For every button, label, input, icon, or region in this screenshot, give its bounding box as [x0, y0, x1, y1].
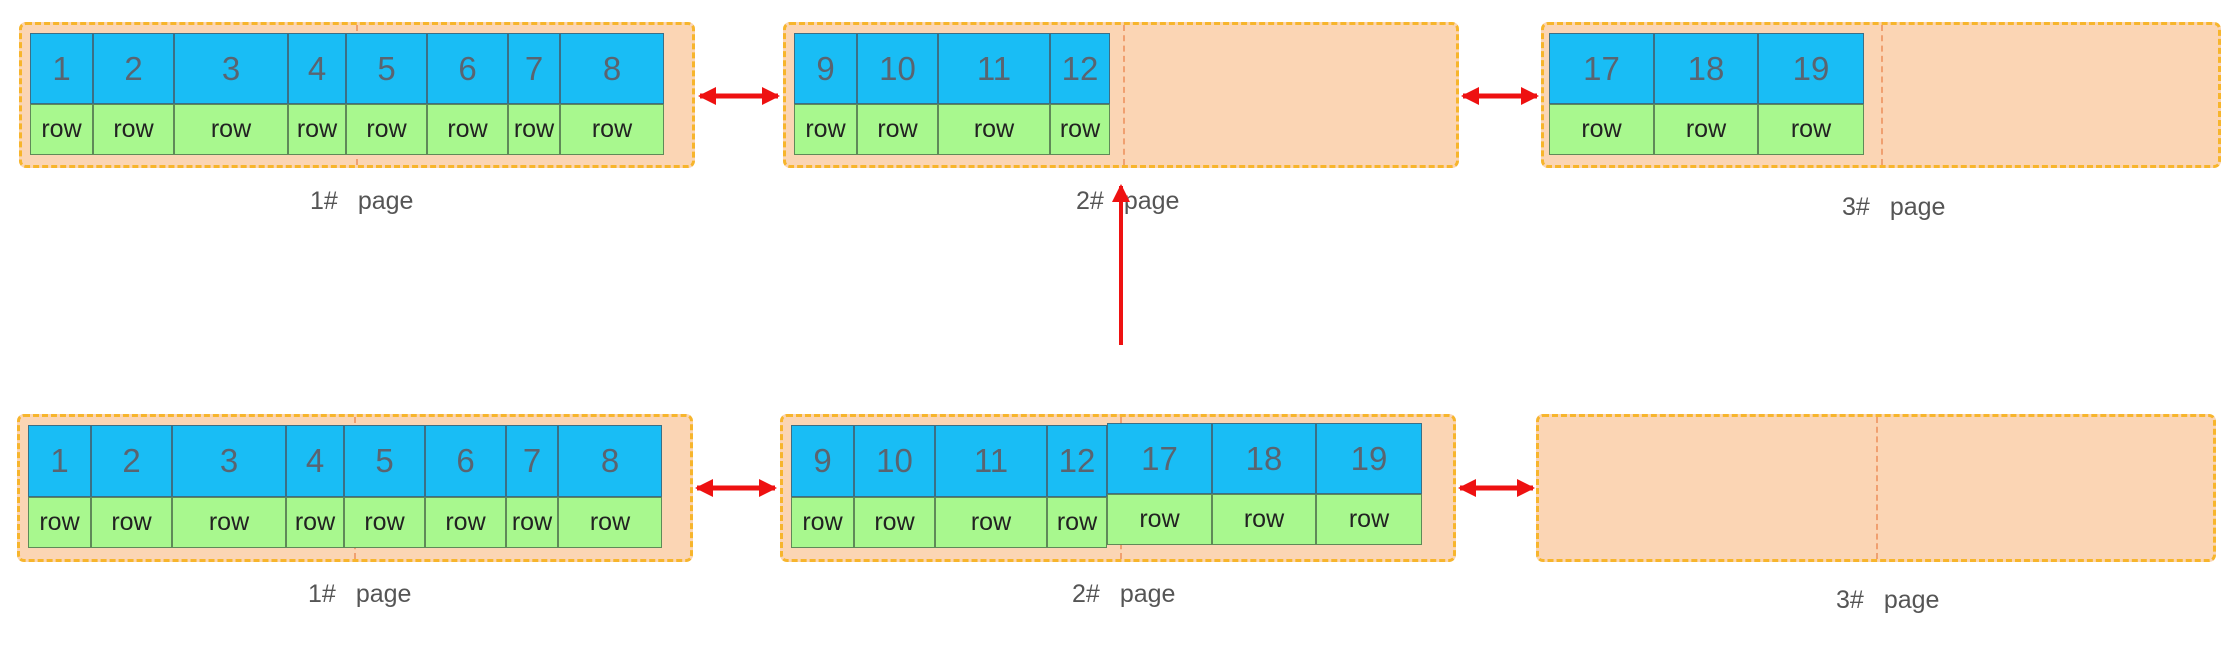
top-page-2-label: 2# page	[1076, 187, 1179, 216]
key-cell: 17	[1549, 33, 1654, 104]
row-cell: row	[93, 104, 174, 155]
page-number: 1#	[308, 580, 336, 608]
bottom-page-1-label: 1# page	[308, 580, 411, 609]
top-page-1-label: 1# page	[310, 187, 413, 216]
row-cell: row	[344, 497, 425, 548]
key-cell: 3	[172, 425, 286, 497]
key-cell: 4	[288, 33, 346, 104]
key-cell: 1	[28, 425, 91, 497]
row-cell: row	[854, 497, 935, 548]
key-cell: 8	[558, 425, 662, 497]
key-cell: 19	[1758, 33, 1864, 104]
row-cell: row	[506, 497, 558, 548]
row-cell: row	[1212, 494, 1316, 545]
row-cell: row	[1654, 104, 1758, 155]
row-cell: row	[1316, 494, 1422, 545]
bottom-page-2: 9 10 11 12 17 18 19 row row row row row …	[780, 414, 1456, 562]
key-cell: 11	[938, 33, 1050, 104]
page-number: 2#	[1076, 187, 1104, 215]
key-cell: 5	[346, 33, 427, 104]
bottom-page-2-label: 2# page	[1072, 580, 1175, 609]
row-cell: row	[288, 104, 346, 155]
key-cell: 7	[508, 33, 560, 104]
page-word: page	[1883, 586, 1940, 614]
key-cell: 1	[30, 33, 93, 104]
page-number: 3#	[1836, 586, 1864, 614]
top-page-3-label: 3# page	[1842, 193, 1945, 222]
row-cell: row	[346, 104, 427, 155]
key-cell: 10	[854, 425, 935, 497]
page-number: 3#	[1842, 193, 1870, 221]
top-page-3: 17 18 19 row row row	[1541, 22, 2221, 168]
key-cell: 12	[1050, 33, 1110, 104]
key-cell: 17	[1107, 423, 1212, 494]
bottom-page-3-label: 3# page	[1836, 586, 1939, 615]
key-cell: 2	[91, 425, 172, 497]
row-cell: row	[508, 104, 560, 155]
row-cell: row	[30, 104, 93, 155]
top-page-2: 9 10 11 12 row row row row	[783, 22, 1459, 168]
row-cell: row	[1107, 494, 1212, 545]
key-cell: 11	[935, 425, 1047, 497]
key-cell: 18	[1654, 33, 1758, 104]
row-cell: row	[935, 497, 1047, 548]
key-cell: 9	[794, 33, 857, 104]
key-cell: 9	[791, 425, 854, 497]
page-midline	[1876, 417, 1878, 559]
page-word: page	[1119, 580, 1176, 608]
page-word: page	[1889, 193, 1946, 221]
page-midline	[1123, 25, 1125, 165]
key-cell: 6	[425, 425, 506, 497]
page-word: page	[357, 187, 414, 215]
key-cell: 5	[344, 425, 425, 497]
key-cell: 8	[560, 33, 664, 104]
row-cell: row	[791, 497, 854, 548]
key-cell: 7	[506, 425, 558, 497]
key-cell: 19	[1316, 423, 1422, 494]
row-cell: row	[1758, 104, 1864, 155]
page-midline	[1881, 25, 1883, 165]
page-number: 2#	[1072, 580, 1100, 608]
key-cell: 10	[857, 33, 938, 104]
row-cell: row	[1549, 104, 1654, 155]
row-cell: row	[28, 497, 91, 548]
row-cell: row	[938, 104, 1050, 155]
row-cell: row	[427, 104, 508, 155]
key-cell: 18	[1212, 423, 1316, 494]
key-cell: 12	[1047, 425, 1107, 497]
row-cell: row	[794, 104, 857, 155]
row-cell: row	[560, 104, 664, 155]
top-page-1: 1 2 3 4 5 6 7 8 row row row row row row …	[19, 22, 695, 168]
key-cell: 6	[427, 33, 508, 104]
row-cell: row	[91, 497, 172, 548]
page-word: page	[355, 580, 412, 608]
row-cell: row	[1047, 497, 1107, 548]
row-cell: row	[286, 497, 344, 548]
key-cell: 3	[174, 33, 288, 104]
key-cell: 2	[93, 33, 174, 104]
row-cell: row	[558, 497, 662, 548]
key-cell: 4	[286, 425, 344, 497]
row-cell: row	[174, 104, 288, 155]
page-word: page	[1123, 187, 1180, 215]
row-cell: row	[857, 104, 938, 155]
page-number: 1#	[310, 187, 338, 215]
row-cell: row	[425, 497, 506, 548]
row-cell: row	[172, 497, 286, 548]
bottom-page-3	[1536, 414, 2216, 562]
row-cell: row	[1050, 104, 1110, 155]
bottom-page-1: 1 2 3 4 5 6 7 8 row row row row row row …	[17, 414, 693, 562]
